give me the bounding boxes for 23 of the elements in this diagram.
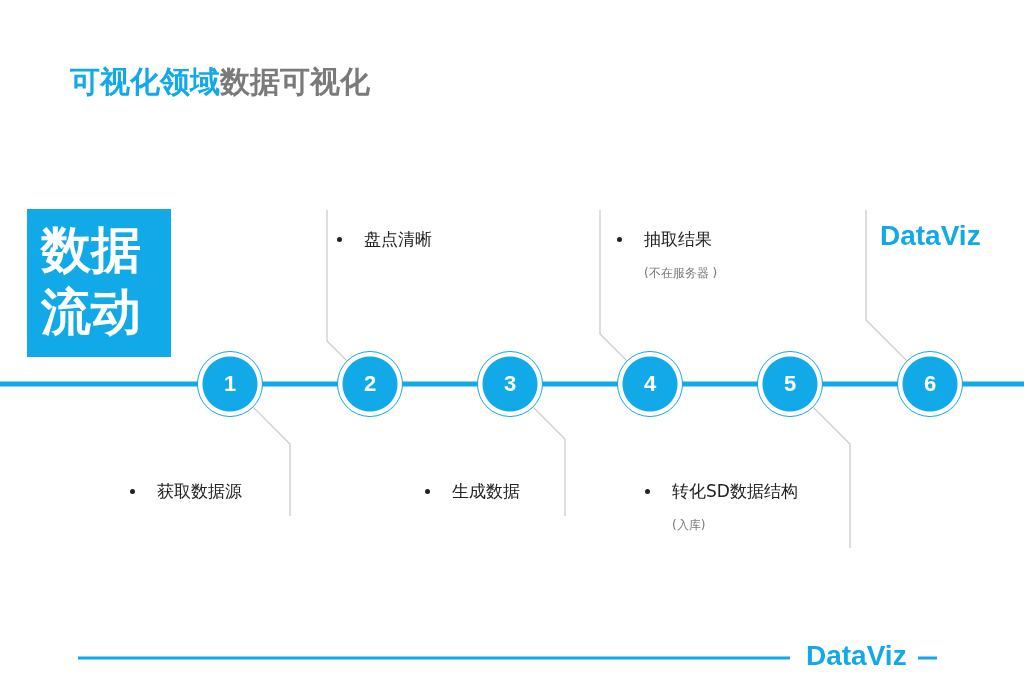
title-badge: 数据流动 — [27, 209, 171, 357]
note-text: (不在服务器 ) — [644, 265, 719, 282]
leader-line — [252, 406, 291, 517]
step-label: 抽取结果 — [644, 228, 713, 251]
leader-line — [812, 406, 851, 549]
step-label: 转化SD数据结构 — [672, 480, 799, 503]
step-circle: 1 — [197, 351, 263, 417]
step-label: 生成数据 — [452, 480, 521, 503]
step-circle: 4 — [617, 351, 683, 417]
step-circle: 5 — [757, 351, 823, 417]
step-circle: 2 — [337, 351, 403, 417]
slide-title: 可视化领域数据可视化 — [70, 63, 370, 101]
footer-text: DataViz — [806, 640, 907, 672]
step-label: 获取数据源 — [157, 480, 243, 503]
leader-line — [865, 209, 908, 362]
step-circle: 6 — [897, 351, 963, 417]
step-circle: 3 — [477, 351, 543, 417]
step-label: DataViz — [880, 220, 981, 251]
leader-line — [532, 406, 566, 517]
leader-line — [599, 209, 628, 362]
step-label: 盘点清晰 — [364, 228, 433, 251]
note-text: (入库) — [672, 517, 707, 534]
leader-line — [326, 209, 348, 362]
